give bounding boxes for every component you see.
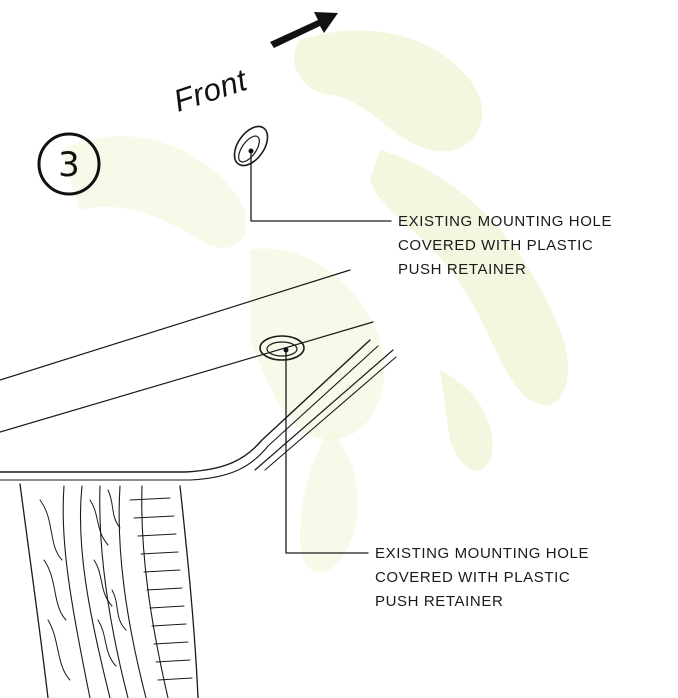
callout-lower-line-1: EXISTING MOUNTING HOLE — [375, 545, 589, 562]
callout-upper-line-2: COVERED WITH PLASTIC — [398, 237, 593, 254]
vehicle-panel — [0, 269, 397, 481]
step-number: 3 — [58, 145, 80, 185]
watermark-logo — [60, 30, 569, 573]
callout-upper-line-3: PUSH RETAINER — [398, 261, 526, 278]
callout-upper-line-1: EXISTING MOUNTING HOLE — [398, 213, 612, 230]
mounting-hole-upper — [233, 125, 269, 167]
callout-lower-line-3: PUSH RETAINER — [375, 593, 503, 610]
callout-leader-lower — [285, 349, 369, 554]
callout-leader-upper — [250, 150, 392, 222]
mounting-hole-lower — [259, 335, 305, 361]
step-badge: 3 — [37, 132, 101, 196]
arrow-right-icon — [270, 12, 338, 48]
callout-upper: EXISTING MOUNTING HOLE COVERED WITH PLAS… — [398, 213, 612, 278]
front-label: Front — [169, 62, 252, 119]
callout-lower: EXISTING MOUNTING HOLE COVERED WITH PLAS… — [375, 545, 589, 610]
callout-lower-line-2: COVERED WITH PLASTIC — [375, 569, 570, 586]
tire-tread — [19, 483, 199, 698]
